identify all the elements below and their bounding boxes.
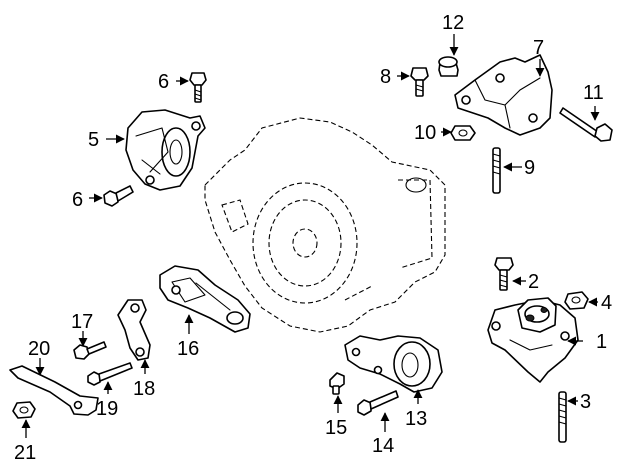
part-5-mount: [125, 109, 206, 191]
part-3-stud: [558, 391, 567, 443]
leader-lines: [21, 34, 600, 438]
callout-12: 12: [442, 12, 464, 34]
callout-14: 14: [372, 435, 394, 457]
callout-11: 11: [583, 82, 604, 104]
callout-7: 7: [533, 37, 544, 59]
callout-13: 13: [405, 408, 427, 430]
part-10-nut: [450, 125, 476, 141]
callout-3: 3: [580, 391, 591, 413]
transmission-outline: [204, 117, 446, 333]
callout-5: 5: [88, 129, 99, 151]
part-18-link: [117, 299, 151, 361]
callout-17: 17: [71, 311, 93, 333]
part-2-bolt: [494, 257, 514, 291]
part-15-bolt: [329, 372, 345, 395]
callout-21: 21: [14, 442, 36, 464]
part-4-nut: [564, 291, 589, 310]
part-12-grommet: [438, 56, 459, 77]
part-14-bolt: [357, 390, 399, 416]
callout-20: 20: [28, 338, 50, 360]
part-19-long-bolt: [87, 362, 133, 386]
part-20-brace: [9, 365, 99, 416]
part-21-nut: [12, 401, 36, 419]
callout-6-lower: 6: [72, 189, 83, 211]
callout-2: 2: [528, 271, 539, 293]
callout-16: 16: [177, 338, 199, 360]
part-6-bolt-lower: [103, 185, 134, 207]
part-8-bolt: [410, 67, 429, 97]
callout-labels: 1 2 3 4 5 6 6 7 8 9 10 11 12 13 14 15 16…: [14, 12, 612, 464]
callout-4: 4: [601, 292, 612, 314]
part-9-stud: [492, 147, 501, 194]
callout-18: 18: [133, 378, 155, 400]
callout-15: 15: [325, 417, 347, 439]
part-16-torque-rod: [159, 265, 251, 333]
part-6-bolt-upper: [189, 72, 207, 103]
part-11-long-bolt: [559, 107, 613, 142]
callout-6-upper: 6: [158, 71, 169, 93]
callout-10: 10: [414, 122, 436, 144]
callout-8: 8: [380, 66, 391, 88]
callout-19: 19: [96, 398, 118, 420]
part-1-engine-mount: [487, 297, 579, 383]
part-17-bolt: [73, 341, 107, 360]
callout-1: 1: [596, 331, 607, 353]
part-13-mount: [344, 335, 443, 393]
part-7-bracket: [454, 54, 553, 136]
callout-9: 9: [524, 157, 535, 179]
